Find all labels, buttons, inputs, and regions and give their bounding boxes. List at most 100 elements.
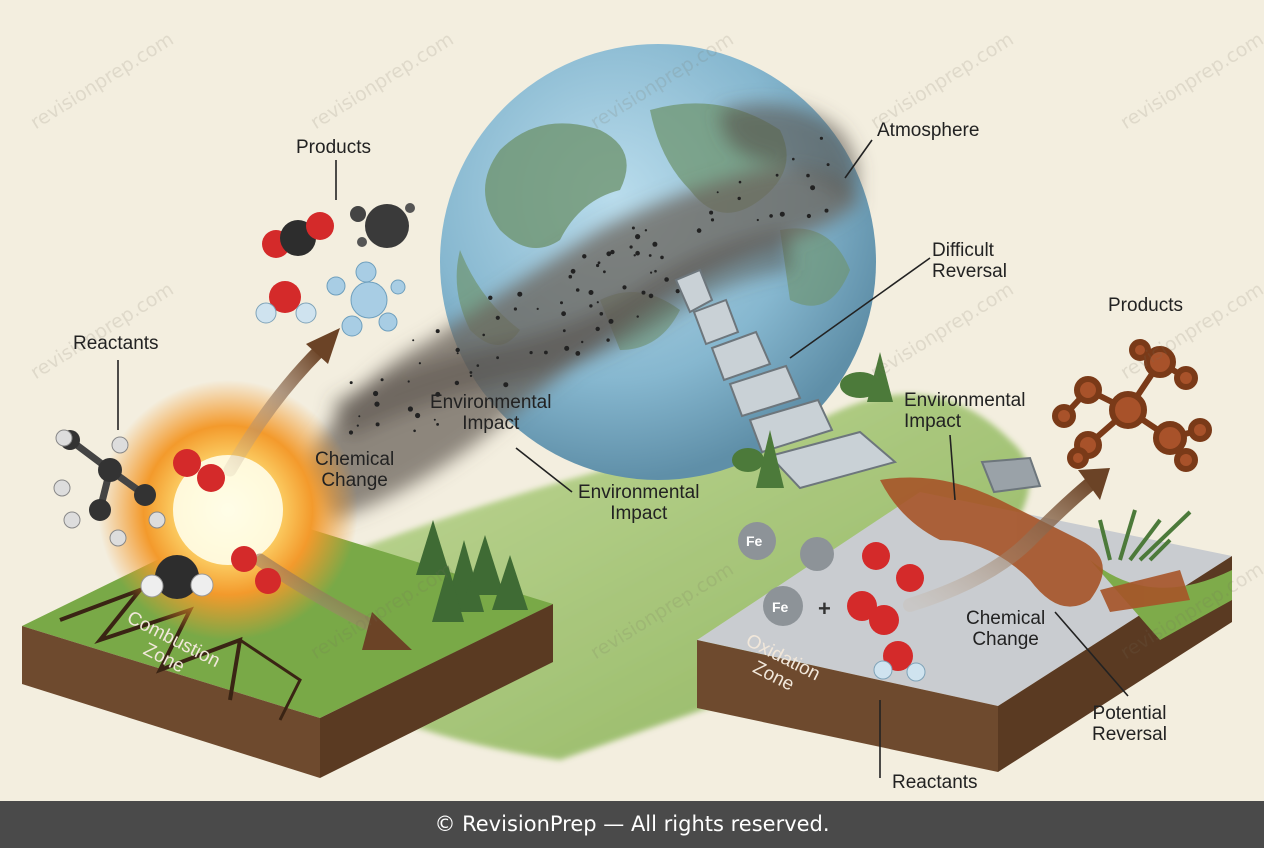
particle-dot xyxy=(435,391,441,397)
label-line: Reversal xyxy=(1092,724,1167,745)
environmental-impact-label-right: Environmental Impact xyxy=(904,390,1025,432)
particle-dot xyxy=(469,374,473,378)
particle-dot xyxy=(675,289,680,294)
iron-symbol: Fe xyxy=(746,533,763,549)
water-molecule-reactant xyxy=(140,555,214,599)
particle-dot xyxy=(596,301,599,304)
iron-oxide-product xyxy=(1052,339,1212,472)
water-molecule-product xyxy=(255,281,317,324)
particle-dot xyxy=(654,269,657,273)
particle-dot xyxy=(349,381,353,385)
particle-dot xyxy=(737,196,741,201)
particle-dot xyxy=(374,401,380,407)
particle-dot xyxy=(482,333,486,337)
particle-dot xyxy=(561,311,566,317)
particle-dot xyxy=(610,249,615,255)
products-label-right: Products xyxy=(1108,295,1183,316)
particle-dot xyxy=(544,350,548,355)
particle-dot xyxy=(456,352,459,355)
particulate-dots xyxy=(348,136,830,435)
particle-dot xyxy=(415,412,421,419)
chemical-change-label-left: Chemical Change xyxy=(315,449,394,491)
particle-dot xyxy=(641,290,646,295)
crumbling-staircase xyxy=(674,268,1042,494)
particle-dot xyxy=(589,304,593,308)
particle-dot xyxy=(529,351,533,355)
products-label-left: Products xyxy=(296,137,371,158)
particle-dot xyxy=(635,250,640,256)
particle-dot xyxy=(517,291,523,297)
particle-dot xyxy=(513,307,518,311)
copyright-footer: © RevisionPrep — All rights reserved. xyxy=(0,801,1264,848)
label-line: Impact xyxy=(462,413,520,434)
label-line: Environmental xyxy=(904,390,1026,411)
particle-dot xyxy=(595,326,600,332)
smoke-plume xyxy=(300,103,860,520)
particle-dot xyxy=(582,254,587,259)
particle-dot xyxy=(629,245,633,249)
reactants-label-left: Reactants xyxy=(73,333,159,354)
particle-dot xyxy=(476,364,480,367)
co2-molecule xyxy=(262,212,334,258)
particle-dot xyxy=(564,345,570,351)
particle-dot xyxy=(407,380,410,383)
particle-dot xyxy=(373,390,379,397)
right-arrow xyxy=(903,468,1110,612)
grass-tuft xyxy=(1098,509,1192,562)
particle-dot xyxy=(375,422,380,427)
particle-dot xyxy=(631,226,635,230)
particle-dot xyxy=(588,290,594,295)
particle-dot xyxy=(633,254,636,257)
particle-dot xyxy=(716,191,719,194)
hydrocarbon-molecule xyxy=(53,429,166,547)
particle-dot xyxy=(596,263,600,268)
label-line: Change xyxy=(321,470,388,491)
particle-dot xyxy=(696,228,702,233)
particle-dot xyxy=(648,254,652,257)
particle-dot xyxy=(775,173,779,177)
label-line: Change xyxy=(972,629,1039,650)
particle-dot xyxy=(412,339,415,342)
particle-dot xyxy=(575,288,580,292)
particle-dot xyxy=(636,315,639,318)
label-line: Impact xyxy=(904,411,962,432)
label-line: Environmental xyxy=(430,392,552,413)
particle-dot xyxy=(433,418,436,421)
plus-sign: + xyxy=(818,596,831,621)
particle-dot xyxy=(356,424,359,427)
particle-dot xyxy=(660,255,664,260)
particle-dot xyxy=(738,180,742,184)
particle-dot xyxy=(496,356,499,360)
label-line: Difficult xyxy=(932,240,994,261)
particle-dot xyxy=(635,234,641,240)
particle-dot xyxy=(644,229,648,232)
atmosphere-label: Atmosphere xyxy=(877,120,980,141)
particle-dot xyxy=(779,211,785,217)
particle-dot xyxy=(418,362,421,365)
particle-dot xyxy=(710,218,715,222)
oxidation-zone-block xyxy=(697,492,1232,772)
right-trees xyxy=(732,352,893,488)
vapour-bubbles xyxy=(326,261,406,337)
particle-dot xyxy=(413,429,416,433)
particle-dot xyxy=(560,301,563,305)
particle-dot xyxy=(769,214,773,218)
chemical-change-label-right: Chemical Change xyxy=(966,608,1045,650)
particle-dot xyxy=(348,430,354,435)
particle-dot xyxy=(503,382,509,388)
difficult-reversal-label: Difficult Reversal xyxy=(932,240,1007,282)
particle-dot xyxy=(469,371,473,374)
environmental-impact-label-1: Environmental Impact xyxy=(430,392,551,434)
particle-dot xyxy=(792,157,795,161)
label-line: Potential xyxy=(1092,703,1167,724)
particle-dot xyxy=(380,378,384,382)
particle-dot xyxy=(358,415,361,418)
particle-dot xyxy=(806,213,812,219)
particle-dot xyxy=(581,340,584,344)
reactants-label-right: Reactants xyxy=(892,772,978,793)
particle-dot xyxy=(488,295,493,300)
particle-dot xyxy=(599,312,604,316)
oxygen-molecules-right xyxy=(847,542,926,682)
particle-dot xyxy=(562,329,566,333)
